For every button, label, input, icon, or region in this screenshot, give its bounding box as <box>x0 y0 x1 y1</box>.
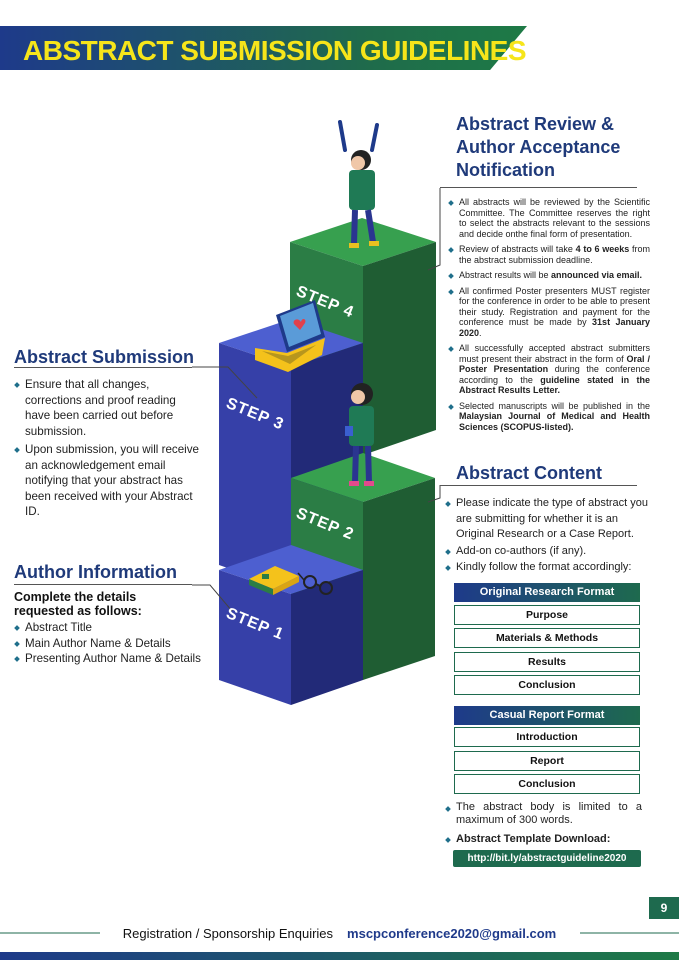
list-item: Abstract results will be announced via e… <box>448 270 650 281</box>
author-subtitle: Complete the details requested as follow… <box>14 590 142 618</box>
format-item: Conclusion <box>454 774 640 794</box>
format-item: Materials & Methods <box>454 628 640 648</box>
bottom-bar <box>0 952 679 960</box>
content-rule <box>440 485 637 486</box>
review-rule <box>440 187 637 188</box>
list-item: Upon submission, you will receive an ack… <box>14 442 199 520</box>
content-list-2: The abstract body is limited to a maximu… <box>445 801 642 849</box>
review-title-line: Notification <box>456 160 555 180</box>
submission-list: Ensure that all changes, corrections and… <box>14 377 199 523</box>
list-item: Review of abstracts will take 4 to 6 wee… <box>448 244 650 265</box>
content-list: Please indicate the type of abstract you… <box>445 496 648 577</box>
page-title: ABSTRACT SUBMISSION GUIDELINES <box>23 35 527 66</box>
list-item: All successfully accepted abstract submi… <box>448 343 650 396</box>
laptop-heart-icon <box>255 300 325 372</box>
review-list: All abstracts will be reviewed by the Sc… <box>448 197 650 437</box>
footer-email-link[interactable]: mscpconference2020@gmail.com <box>347 926 557 941</box>
page-number: 9 <box>649 897 679 919</box>
author-list: Abstract Title Main Author Name & Detail… <box>14 620 214 667</box>
format-item: Purpose <box>454 605 640 625</box>
list-item: All abstracts will be reviewed by the Sc… <box>448 197 650 239</box>
review-title-line: Author Acceptance <box>456 137 621 157</box>
list-item: Main Author Name & Details <box>14 636 214 652</box>
list-item: Ensure that all changes, corrections and… <box>14 377 199 439</box>
content-title: Abstract Content <box>456 463 603 483</box>
original-research-heading: Original Research Format <box>454 583 640 602</box>
list-item: Abstract Template Download: <box>445 832 642 848</box>
list-item: The abstract body is limited to a maximu… <box>445 801 642 827</box>
case-report-heading: Casual Report Format <box>454 706 640 725</box>
glasses-icon <box>297 572 333 595</box>
list-item: Please indicate the type of abstract you… <box>445 496 648 543</box>
list-item: Selected manuscripts will be published i… <box>448 401 650 433</box>
list-item: Abstract Title <box>14 620 214 636</box>
list-item: Add-on co-authors (if any). <box>445 544 648 560</box>
author-title: Author Information <box>14 562 177 582</box>
review-title: Abstract Review & Author Acceptance Noti… <box>456 113 620 182</box>
submission-title: Abstract Submission <box>14 347 195 367</box>
format-item: Conclusion <box>454 675 640 695</box>
format-item: Introduction <box>454 727 640 747</box>
author-rule <box>14 584 192 585</box>
list-item: Kindly follow the format accordingly: <box>445 560 648 576</box>
footer-label: Registration / Sponsorship Enquiries <box>122 926 334 941</box>
list-item: All confirmed Poster presenters MUST reg… <box>448 286 650 339</box>
person-phone-icon <box>345 383 374 486</box>
step-1-block <box>219 545 363 705</box>
format-item: Results <box>454 652 640 672</box>
person-arms-up-icon <box>338 120 379 248</box>
list-item: Presenting Author Name & Details <box>14 651 214 667</box>
book-icon <box>249 566 299 595</box>
format-item: Report <box>454 751 640 771</box>
header-banner <box>0 26 527 70</box>
submission-rule <box>14 367 192 368</box>
template-download-link[interactable]: http://bit.ly/abstractguideline2020 <box>453 850 641 867</box>
footer-enquiries: Registration / Sponsorship Enquiries mscp… <box>0 926 679 941</box>
review-title-line: Abstract Review & <box>456 114 615 134</box>
